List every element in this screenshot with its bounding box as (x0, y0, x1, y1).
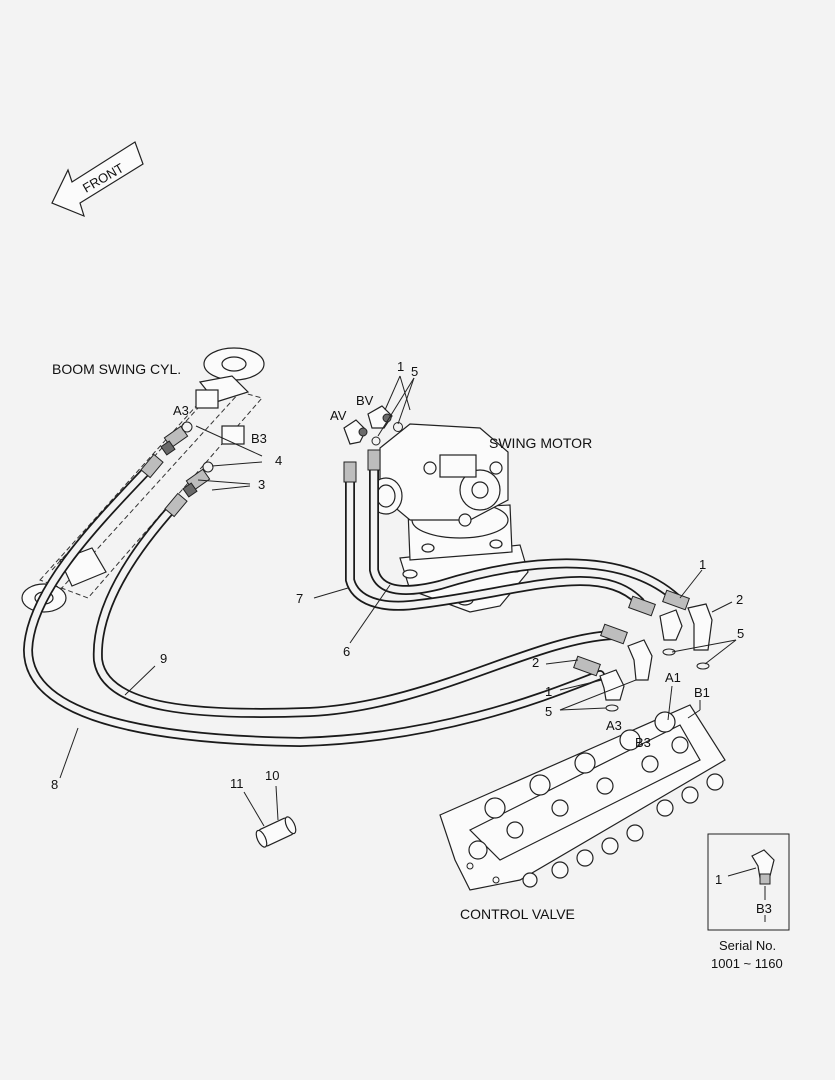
port-bv: BV (356, 393, 374, 408)
serial-range: 1001 ~ 1160 (711, 956, 783, 971)
control-valve-label: CONTROL VALVE (460, 906, 575, 922)
callout-6: 6 (343, 644, 350, 659)
cylinder-fittings (160, 421, 214, 498)
callout-8: 8 (51, 777, 58, 792)
port-b1: B1 (694, 685, 710, 700)
callout-1-right: 1 (699, 557, 706, 572)
callout-4: 4 (275, 453, 282, 468)
port-a1: A1 (665, 670, 681, 685)
valve-elbow-fittings (599, 603, 713, 712)
callout-5-right: 5 (737, 626, 744, 641)
inset-callout-1: 1 (715, 872, 722, 887)
hose-protector (255, 816, 297, 848)
callout-2-mid: 2 (532, 655, 539, 670)
hose-end-fittings (140, 449, 690, 677)
callout-1-top: 1 (397, 359, 404, 374)
front-arrow-icon: FRONT (51, 141, 144, 218)
boom-swing-cyl-label: BOOM SWING CYL. (52, 361, 181, 377)
leader-lines (59, 375, 737, 827)
control-valve (439, 704, 726, 891)
callout-3: 3 (258, 477, 265, 492)
serial-inset: 1 B3 (707, 833, 790, 931)
inset-frame (707, 833, 790, 931)
inset-port-b3: B3 (756, 901, 772, 916)
callout-9: 9 (160, 651, 167, 666)
port-b3-valve: B3 (635, 735, 651, 750)
serial-label: Serial No. (719, 938, 776, 953)
callout-11: 11 (230, 776, 244, 791)
hoses (22, 453, 681, 748)
port-av: AV (330, 408, 347, 423)
port-a3-valve: A3 (606, 718, 622, 733)
callout-2-right: 2 (736, 592, 743, 607)
callout-7: 7 (296, 591, 303, 606)
swing-motor (369, 423, 529, 613)
swing-motor-label: SWING MOTOR (489, 435, 592, 451)
callout-10: 10 (265, 768, 279, 783)
callout-1-mid: 1 (545, 684, 552, 699)
port-b3-cyl: B3 (251, 431, 267, 446)
callout-5-top: 5 (411, 364, 418, 379)
callout-5-mid: 5 (545, 704, 552, 719)
port-a3-cyl: A3 (173, 403, 189, 418)
